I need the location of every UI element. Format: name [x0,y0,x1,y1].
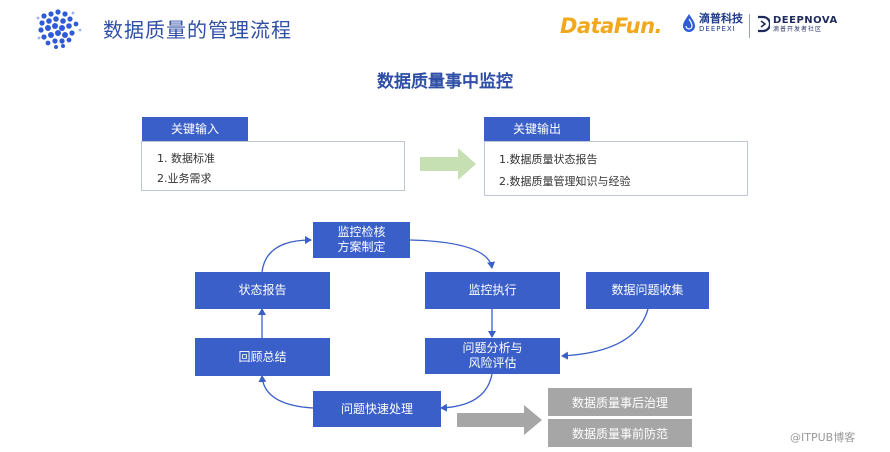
flow-step-collect: 数据问题收集 [586,272,709,309]
green-right-arrow-icon [420,148,476,180]
output-item-1: 1.数据质量状态报告 [499,153,598,166]
arrow-analyze-to-handle [440,373,493,412]
input-item-1: 1. 数据标准 [157,152,215,165]
deepnova-cn-name: 滴普开发者社区 [773,25,823,33]
brand-divider [749,14,750,38]
input-item-2: 2.业务需求 [157,172,212,185]
flow-step-review: 回顾总结 [195,338,330,376]
flow-step-report: 状态报告 [195,272,330,309]
deepexi-logo: 滴普科技 DEEPEXI [682,13,743,33]
outcome-post-governance: 数据质量事后治理 [548,388,692,416]
datafun-logo: DataFun. [560,14,663,38]
flow-step-analyze: 问题分析与 风险评估 [425,338,560,374]
arrow-plan-to-execute [409,239,496,269]
main-title: 数据质量事中监控 [377,72,513,92]
deepnova-logo: DEEPNOVA 滴普开发者社区 [756,14,838,34]
outcome-pre-prevention: 数据质量事前防范 [548,419,692,447]
flow-step-execute: 监控执行 [425,272,560,309]
watermark: @ITPUB博客 [790,431,856,444]
deepexi-en-name: DEEPEXI [699,25,736,33]
key-output-label: 关键输出 [484,117,590,141]
arrow-handle-to-review [258,375,314,409]
output-item-2: 2.数据质量管理知识与经验 [499,175,631,188]
flow-step-plan: 监控检核 方案制定 [313,222,410,258]
arrow-collect-to-analyze [561,308,649,360]
deepnova-en-name: DEEPNOVA [773,14,838,26]
gray-right-arrow-icon [457,405,542,435]
deepexi-drop-icon [683,14,695,32]
header-title: 数据质量的管理流程 [103,18,292,42]
cube-logo-icon [36,9,82,49]
arrow-report-to-plan [261,236,312,273]
deepexi-cn-name: 滴普科技 [699,12,743,25]
key-output-box: 1.数据质量状态报告 2.数据质量管理知识与经验 [484,141,748,196]
deepnova-d-icon [758,15,770,33]
flow-step-handle: 问题快速处理 [313,391,441,427]
key-input-box: 1. 数据标准 2.业务需求 [141,141,405,191]
key-input-label: 关键输入 [142,117,248,141]
